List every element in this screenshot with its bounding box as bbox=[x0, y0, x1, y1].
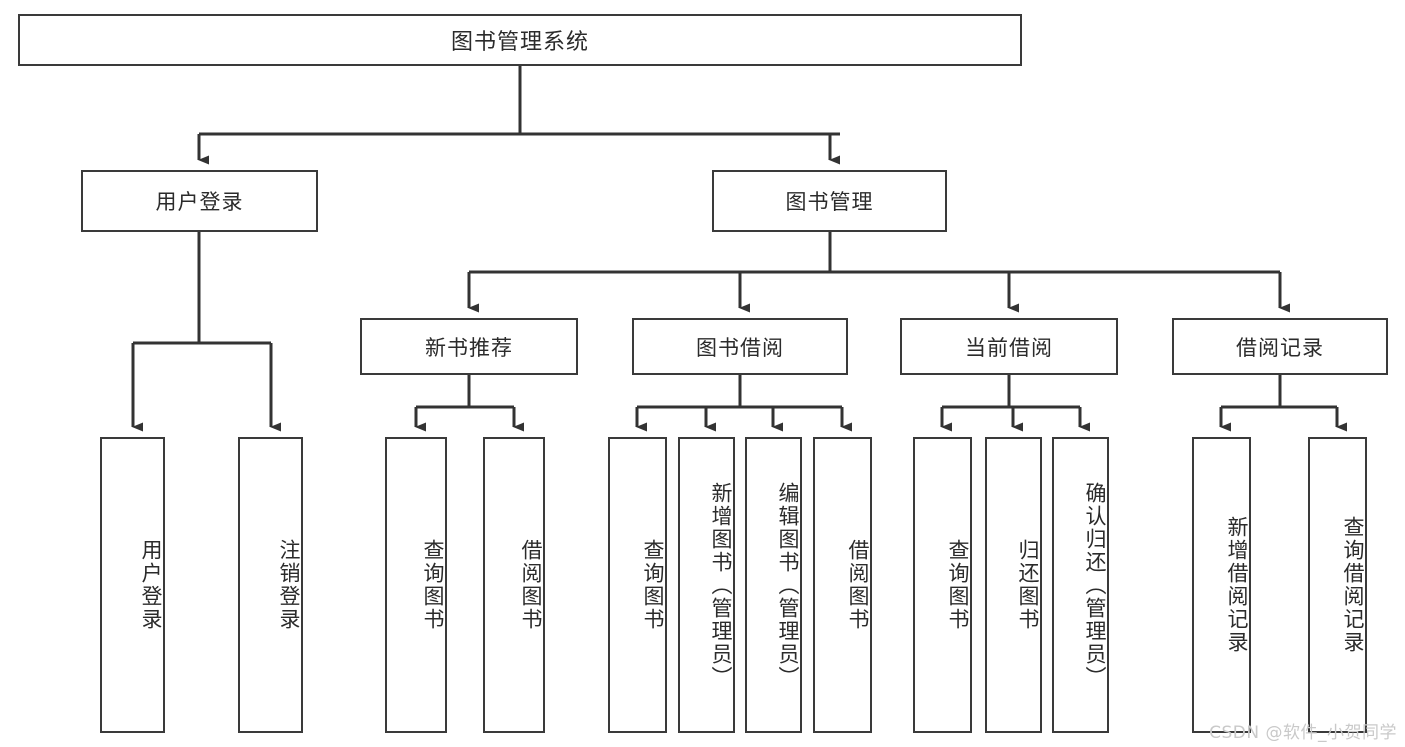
node-label: 图书管理系统 bbox=[450, 30, 589, 55]
leaf-query-book-recommend[interactable]: 查询图书 bbox=[385, 437, 447, 733]
node-label: 借阅记录 bbox=[1236, 335, 1324, 360]
leaf-query-book-current[interactable]: 查询图书 bbox=[913, 437, 972, 733]
node-label: 新增图书（管理员） bbox=[709, 481, 733, 689]
csdn-watermark: CSDN @软件_小贺同学 bbox=[1209, 723, 1397, 743]
leaf-query-borrow-record[interactable]: 查询借阅记录 bbox=[1308, 437, 1367, 733]
node-book-management[interactable]: 图书管理 bbox=[712, 170, 947, 232]
node-label: 借阅图书 bbox=[846, 539, 870, 631]
node-label: 图书借阅 bbox=[696, 335, 784, 360]
node-current-borrow[interactable]: 当前借阅 bbox=[900, 318, 1118, 375]
node-label: 查询图书 bbox=[421, 539, 445, 631]
leaf-query-book-borrow[interactable]: 查询图书 bbox=[608, 437, 667, 733]
node-label: 新增借阅记录 bbox=[1225, 516, 1249, 654]
node-label: 用户登录 bbox=[155, 190, 244, 214]
node-label: 注销登录 bbox=[277, 539, 301, 631]
node-user-login[interactable]: 用户登录 bbox=[81, 170, 318, 232]
node-label: 编辑图书（管理员） bbox=[776, 481, 800, 689]
leaf-logout[interactable]: 注销登录 bbox=[238, 437, 303, 733]
leaf-user-login[interactable]: 用户登录 bbox=[100, 437, 165, 733]
node-label: 查询借阅记录 bbox=[1341, 516, 1365, 654]
node-borrow-record[interactable]: 借阅记录 bbox=[1172, 318, 1388, 375]
node-label: 新书推荐 bbox=[425, 335, 513, 360]
leaf-confirm-return-admin[interactable]: 确认归还（管理员） bbox=[1052, 437, 1109, 733]
node-label: 查询图书 bbox=[946, 539, 970, 631]
node-label: 借阅图书 bbox=[519, 539, 543, 631]
leaf-borrow-book[interactable]: 借阅图书 bbox=[813, 437, 872, 733]
node-label: 用户登录 bbox=[139, 539, 163, 631]
node-label: 确认归还（管理员） bbox=[1083, 481, 1107, 689]
node-root[interactable]: 图书管理系统 bbox=[18, 14, 1022, 66]
node-label: 查询图书 bbox=[641, 539, 665, 631]
leaf-add-borrow-record[interactable]: 新增借阅记录 bbox=[1192, 437, 1251, 733]
node-book-borrow[interactable]: 图书借阅 bbox=[632, 318, 848, 375]
leaf-return-book[interactable]: 归还图书 bbox=[985, 437, 1042, 733]
leaf-edit-book-admin[interactable]: 编辑图书（管理员） bbox=[745, 437, 802, 733]
node-label: 归还图书 bbox=[1016, 539, 1040, 631]
leaf-add-book-admin[interactable]: 新增图书（管理员） bbox=[678, 437, 735, 733]
node-label: 图书管理 bbox=[785, 190, 874, 214]
node-new-book-recommend[interactable]: 新书推荐 bbox=[360, 318, 578, 375]
leaf-borrow-book-recommend[interactable]: 借阅图书 bbox=[483, 437, 545, 733]
node-label: 当前借阅 bbox=[965, 335, 1053, 360]
